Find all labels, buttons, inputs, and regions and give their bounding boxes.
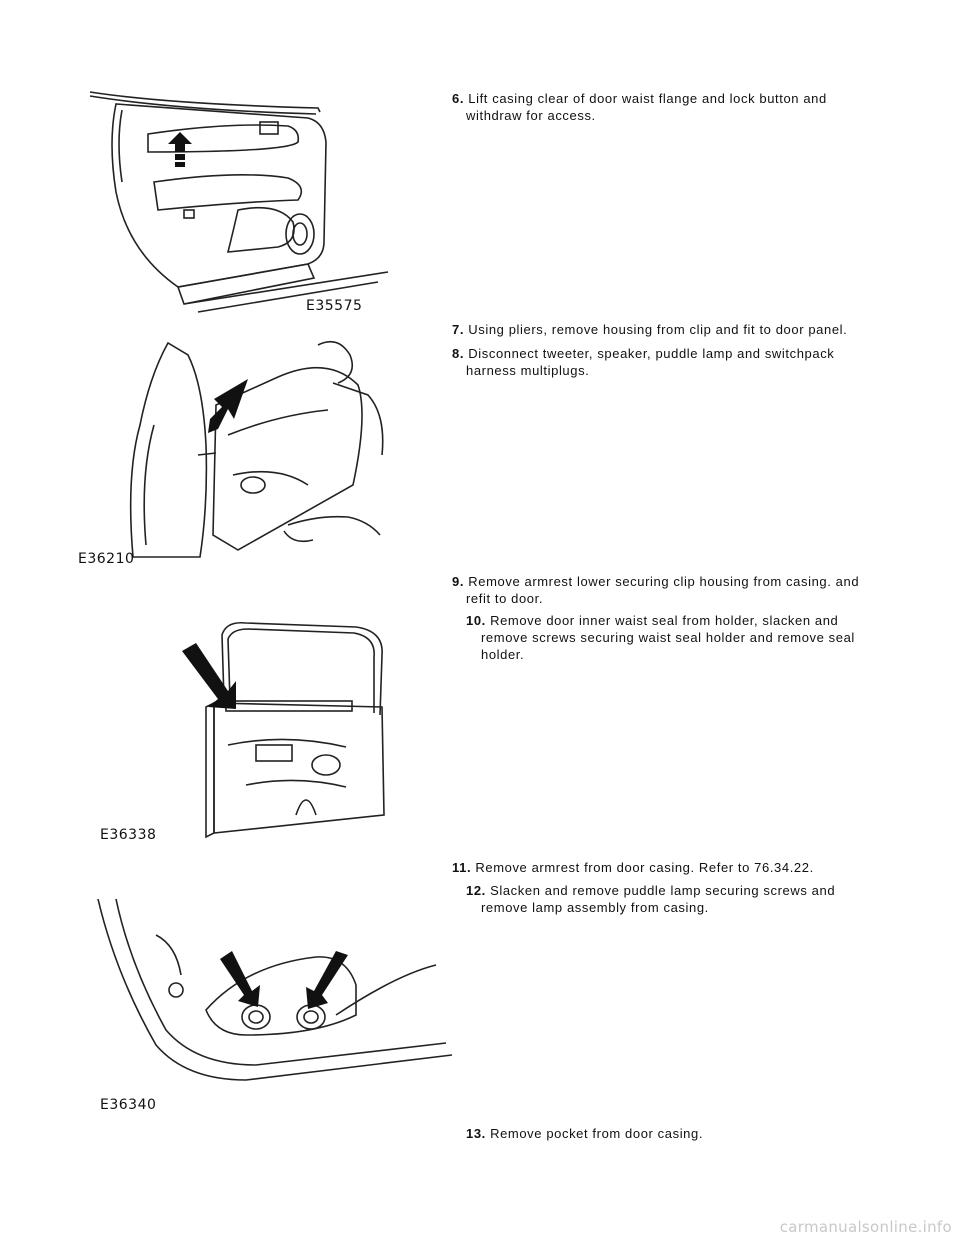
- step-6: 6. Lift casing clear of door waist flang…: [452, 90, 866, 124]
- figure-puddle-lamp: E36340: [96, 895, 456, 1113]
- door-disconnect-illustration: [129, 340, 384, 558]
- figure-label: E36338: [100, 827, 157, 843]
- door-frame-illustration: [182, 621, 385, 839]
- step-12: 12. Slacken and remove puddle lamp secur…: [466, 882, 881, 916]
- step-number: 7.: [452, 322, 465, 337]
- step-8: 8. Disconnect tweeter, speaker, puddle l…: [452, 345, 866, 379]
- step-11: 11. Remove armrest from door casing. Ref…: [452, 859, 886, 876]
- figure-label: E36340: [100, 1097, 157, 1113]
- figure-label: E35575: [306, 298, 363, 314]
- step-text: Using pliers, remove housing from clip a…: [468, 322, 848, 337]
- step-number: 9.: [452, 574, 465, 589]
- step-text: Lift casing clear of door waist flange a…: [466, 91, 827, 123]
- door-casing-illustration: [89, 91, 389, 313]
- step-text: Remove armrest lower securing clip housi…: [466, 574, 860, 606]
- step-number: 13.: [466, 1126, 486, 1141]
- step-text: Remove pocket from door casing.: [490, 1126, 704, 1141]
- step-number: 10.: [466, 613, 486, 628]
- step-text: Remove door inner waist seal from holder…: [481, 613, 855, 662]
- figure-disconnect-multiplugs: E36210: [78, 335, 388, 567]
- step-number: 11.: [452, 860, 472, 875]
- step-7: 7. Using pliers, remove housing from cli…: [452, 321, 886, 338]
- figure-door-casing-lift: E35575: [88, 82, 458, 314]
- figure-label: E36210: [78, 551, 135, 567]
- step-number: 8.: [452, 346, 465, 361]
- step-text: Disconnect tweeter, speaker, puddle lamp…: [466, 346, 835, 378]
- site-watermark: carmanualsonline.info: [779, 1218, 952, 1236]
- step-13: 13. Remove pocket from door casing.: [466, 1125, 866, 1142]
- step-9: 9. Remove armrest lower securing clip ho…: [452, 573, 886, 607]
- step-text: Remove armrest from door casing. Refer t…: [475, 860, 814, 875]
- step-10: 10. Remove door inner waist seal from ho…: [466, 612, 881, 663]
- puddle-lamp-illustration: [97, 898, 453, 1081]
- figure-waist-seal-holder: E36338: [96, 615, 396, 847]
- step-number: 6.: [452, 91, 465, 106]
- step-text: Slacken and remove puddle lamp securing …: [481, 883, 836, 915]
- step-number: 12.: [466, 883, 486, 898]
